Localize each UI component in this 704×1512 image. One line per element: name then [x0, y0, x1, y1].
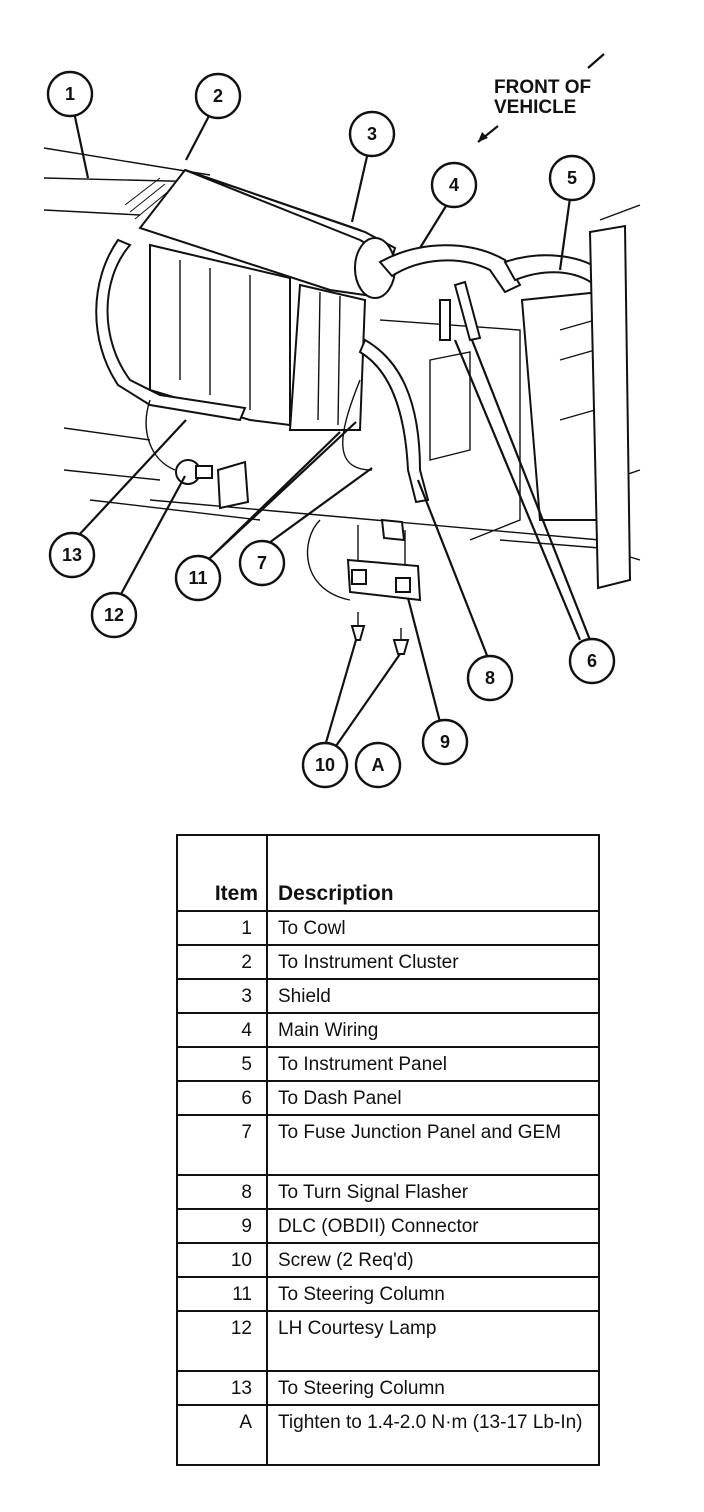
callout-9: 9: [421, 718, 469, 766]
item-description: To Cowl: [266, 910, 600, 946]
item-description: Shield: [266, 978, 600, 1014]
item-description: DLC (OBDII) Connector: [266, 1208, 600, 1244]
svg-text:5: 5: [567, 168, 577, 188]
item-number: 11: [176, 1276, 268, 1312]
svg-text:A: A: [372, 755, 385, 775]
callouts: 1 2 3 4 5 6 7 8 9 10 11 12 13 A: [46, 70, 616, 789]
item-description: LH Courtesy Lamp: [266, 1310, 600, 1372]
svg-text:2: 2: [213, 86, 223, 106]
instrument-panel-side: [520, 224, 632, 590]
callout-1: 1: [46, 70, 94, 118]
courtesy-lamp: [175, 459, 250, 510]
item-description: To Turn Signal Flasher: [266, 1174, 600, 1210]
header-description: Description: [266, 834, 600, 912]
screws: [350, 612, 410, 655]
svg-text:12: 12: [104, 605, 124, 625]
item-description: To Fuse Junction Panel and GEM: [266, 1114, 600, 1176]
harness-bundles: [95, 238, 602, 601]
item-description: To Steering Column: [266, 1370, 600, 1406]
item-number: 7: [176, 1114, 268, 1176]
item-description: Tighten to 1.4-2.0 N·m (13-17 Lb-In): [266, 1404, 600, 1466]
callout-2: 2: [194, 72, 242, 120]
item-description: To Instrument Panel: [266, 1046, 600, 1082]
item-number: A: [176, 1404, 268, 1466]
svg-text:4: 4: [449, 175, 459, 195]
svg-text:13: 13: [62, 545, 82, 565]
callout-3: 3: [348, 110, 396, 158]
callout-6: 6: [568, 637, 616, 685]
svg-text:3: 3: [367, 124, 377, 144]
svg-text:1: 1: [65, 84, 75, 104]
front-of-vehicle-indicator: FRONT OF VEHICLE: [477, 53, 605, 143]
item-number: 2: [176, 944, 268, 980]
callout-11: 11: [174, 554, 222, 602]
wiring-harness-diagram: FRONT OF VEHICLE 1 2 3 4 5 6 7 8 9 10: [43, 53, 641, 789]
item-number: 8: [176, 1174, 268, 1210]
svg-text:7: 7: [257, 553, 267, 573]
svg-text:8: 8: [485, 668, 495, 688]
item-description: Main Wiring: [266, 1012, 600, 1048]
leader-lines: [72, 111, 592, 747]
legend-header-row: Item Description: [176, 834, 600, 912]
item-description: To Steering Column: [266, 1276, 600, 1312]
item-number: 4: [176, 1012, 268, 1048]
callout-7: 7: [238, 539, 286, 587]
callout-8: 8: [466, 654, 514, 702]
item-number: 9: [176, 1208, 268, 1244]
plenum-box: [149, 243, 367, 431]
svg-text:10: 10: [315, 755, 335, 775]
callout-13: 13: [48, 531, 96, 579]
callout-5: 5: [548, 154, 596, 202]
item-description: To Dash Panel: [266, 1080, 600, 1116]
callout-a: A: [354, 741, 402, 789]
callout-10: 10: [301, 741, 349, 789]
item-number: 10: [176, 1242, 268, 1278]
callout-12: 12: [90, 591, 138, 639]
item-number: 1: [176, 910, 268, 946]
svg-text:11: 11: [188, 568, 207, 588]
callout-4: 4: [430, 161, 478, 209]
item-number: 6: [176, 1080, 268, 1116]
front-label-line2: VEHICLE: [494, 97, 576, 118]
item-description: Screw (2 Req'd): [266, 1242, 600, 1278]
item-number: 3: [176, 978, 268, 1014]
item-number: 13: [176, 1370, 268, 1406]
item-description: To Instrument Cluster: [266, 944, 600, 980]
header-item: Item: [176, 834, 268, 912]
shield-assembly: [124, 168, 397, 299]
svg-text:6: 6: [587, 651, 597, 671]
item-number: 12: [176, 1310, 268, 1372]
svg-text:9: 9: [440, 732, 450, 752]
front-label-line1: FRONT OF: [494, 77, 591, 98]
dlc-bracket: [346, 518, 422, 602]
item-number: 5: [176, 1046, 268, 1082]
